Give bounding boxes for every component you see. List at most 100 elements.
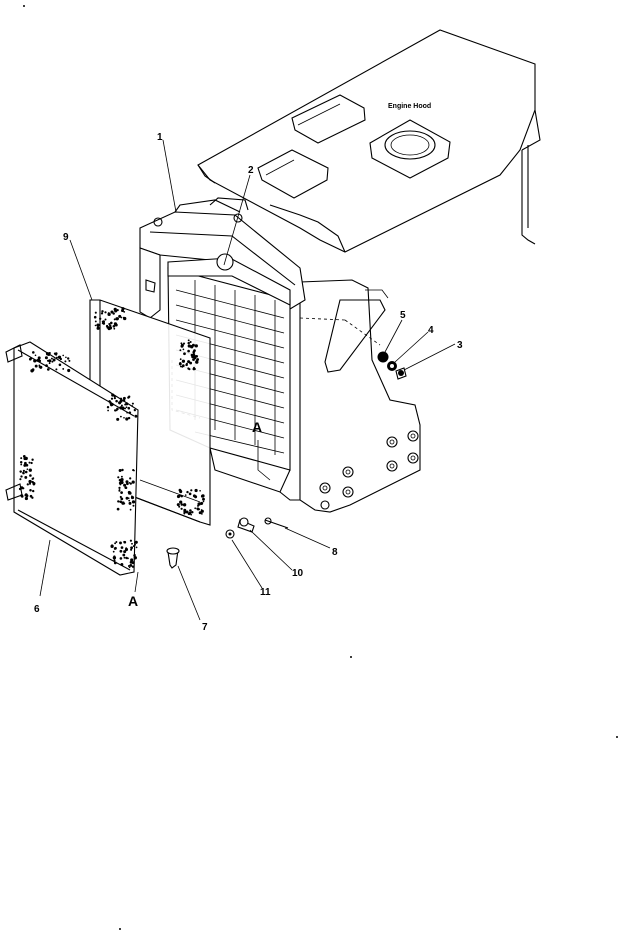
perforation-dot — [32, 483, 35, 486]
perforation-dot — [31, 496, 34, 499]
perforation-dot — [108, 326, 113, 330]
perforation-dot — [200, 501, 204, 505]
hardware-item-5 — [377, 351, 389, 363]
perforation-dot — [26, 468, 29, 471]
callout-7: 7 — [202, 622, 208, 633]
perforation-dot — [119, 549, 123, 553]
callout-4: 4 — [428, 325, 434, 336]
perforation-dot — [128, 492, 130, 495]
perforation-dot — [130, 558, 134, 562]
perforation-dot — [186, 490, 189, 494]
perforation-dot — [62, 354, 65, 357]
perforation-dot — [196, 358, 200, 361]
perforation-dot — [101, 310, 104, 313]
perforation-dot — [124, 486, 127, 489]
perforation-dot — [132, 504, 135, 507]
perforation-dot — [94, 324, 97, 327]
perforation-dot — [120, 404, 123, 407]
perforation-dot — [28, 482, 32, 485]
perforation-dot — [180, 342, 183, 345]
perforation-dot — [100, 312, 104, 315]
hardware-item-7 — [166, 547, 180, 569]
perforation-dot — [131, 480, 135, 484]
perforation-dot — [112, 556, 117, 560]
perforation-dot — [23, 455, 26, 458]
perforation-dot — [179, 349, 182, 352]
perforation-dot — [191, 343, 195, 347]
perforation-dot — [29, 474, 32, 477]
perforation-dot — [132, 469, 135, 472]
perforation-dot — [113, 327, 116, 330]
perforation-dot — [185, 510, 189, 514]
perforation-dot — [118, 486, 121, 490]
perforation-dot — [128, 501, 132, 505]
perforation-dot — [182, 503, 187, 507]
outer-screen-panel — [5, 341, 139, 576]
view-mark-a-upper: A — [252, 419, 262, 435]
perforation-dot — [118, 469, 122, 472]
perforation-dot — [202, 497, 205, 501]
perforation-dot — [179, 490, 183, 494]
perforation-dot — [125, 496, 129, 500]
perforation-dot — [115, 541, 118, 543]
callout-5: 5 — [400, 310, 406, 321]
perforation-dot — [20, 457, 23, 460]
perforation-dot — [180, 503, 184, 506]
perforation-dot — [192, 354, 196, 358]
perforation-dot — [120, 475, 123, 478]
perforation-dot — [65, 356, 67, 359]
perforation-dot — [179, 500, 183, 504]
perforation-dot — [129, 508, 132, 511]
perforation-dot — [28, 357, 32, 361]
perforation-dot — [123, 316, 127, 321]
perforation-dot — [179, 358, 182, 361]
perforation-dot — [125, 556, 128, 560]
perforation-dot — [122, 399, 126, 402]
hardware-item-4 — [387, 361, 397, 371]
perforation-dot — [120, 497, 124, 501]
perforation-dot — [183, 510, 187, 514]
perforation-dot — [120, 546, 124, 549]
perforation-dot — [114, 542, 117, 545]
perforation-dot — [181, 359, 186, 363]
perforation-dot — [30, 461, 33, 465]
perforation-dot — [29, 488, 32, 492]
perforation-dot — [113, 318, 116, 321]
perforation-dot — [123, 310, 126, 313]
hardware-item-3 — [395, 367, 407, 380]
perforation-dot — [127, 565, 130, 567]
perforation-dot — [194, 507, 197, 510]
perforation-dot — [123, 550, 127, 554]
perforation-dot — [113, 561, 117, 565]
perforation-dot — [112, 324, 116, 328]
perforation-dot — [50, 357, 53, 360]
perforation-dot — [116, 507, 120, 511]
perforation-dot — [111, 393, 115, 397]
perforation-dot — [121, 468, 124, 472]
perforation-dot — [62, 367, 65, 370]
perforation-dot — [129, 477, 132, 480]
perforation-dot — [128, 411, 131, 414]
perforation-dot — [20, 495, 24, 498]
perforation-dot — [29, 494, 33, 498]
perforation-dot — [129, 560, 133, 564]
perforation-dot — [19, 461, 23, 464]
perforation-dot — [96, 326, 100, 330]
perforation-dot — [128, 499, 131, 502]
perforation-dot — [133, 408, 136, 411]
perforation-dot — [68, 359, 71, 362]
perforation-dot — [52, 358, 56, 362]
perforation-dot — [125, 417, 129, 421]
perforation-dot — [26, 483, 29, 486]
perforation-dot — [57, 355, 62, 359]
perforation-dot — [190, 489, 193, 492]
perforation-dot — [184, 494, 187, 496]
perforation-dot — [119, 397, 123, 401]
perforation-dot — [195, 355, 198, 358]
perforation-dot — [106, 326, 110, 329]
scan-specks — [23, 5, 618, 930]
perforation-dot — [129, 482, 132, 485]
perforation-dot — [119, 483, 122, 486]
perforation-dot — [134, 414, 138, 418]
perforation-dot — [106, 405, 110, 409]
